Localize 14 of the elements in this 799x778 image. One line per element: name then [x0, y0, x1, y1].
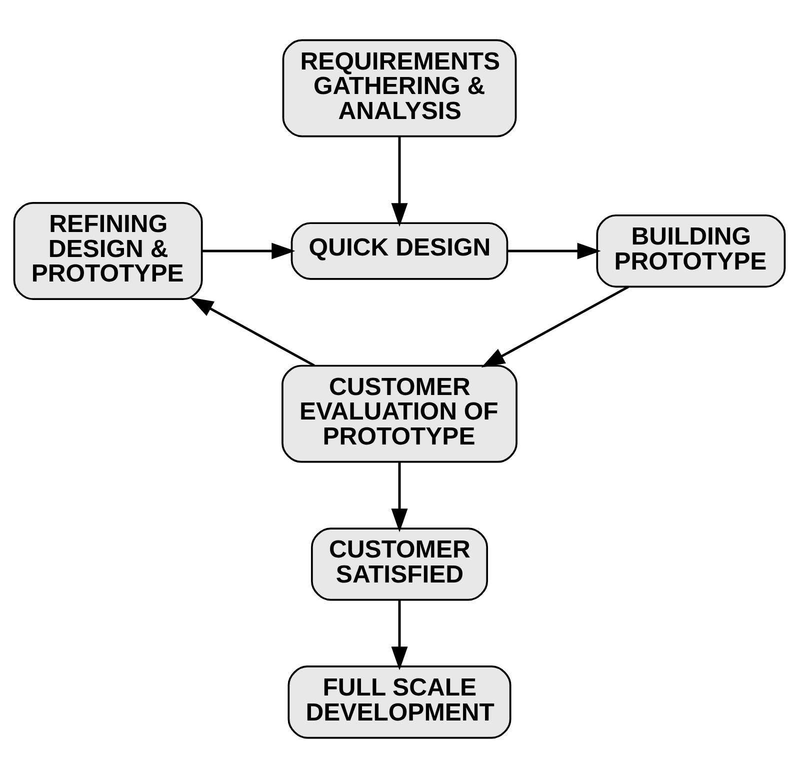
node-box: REFINING DESIGN & PROTOTYPE: [13, 202, 203, 300]
arrow: [391, 600, 408, 670]
node-box: CUSTOMER SATISFIED: [310, 528, 488, 601]
node-box: BUILDING PROTOTYPE: [596, 214, 786, 288]
node-box: FULL SCALE DEVELOPMENT: [288, 666, 512, 739]
node-box: REQUIREMENTS GATHERING & ANALYSIS: [282, 39, 517, 138]
node-box: CUSTOMER EVALUATION OF PROTOTYPE: [282, 364, 518, 463]
arrow: [391, 462, 408, 532]
arrow: [391, 136, 408, 227]
arrow: [481, 286, 630, 368]
node-box: QUICK DESIGN: [290, 222, 508, 280]
arrow: [202, 242, 296, 260]
arrow: [190, 297, 315, 367]
arrow: [508, 242, 601, 260]
